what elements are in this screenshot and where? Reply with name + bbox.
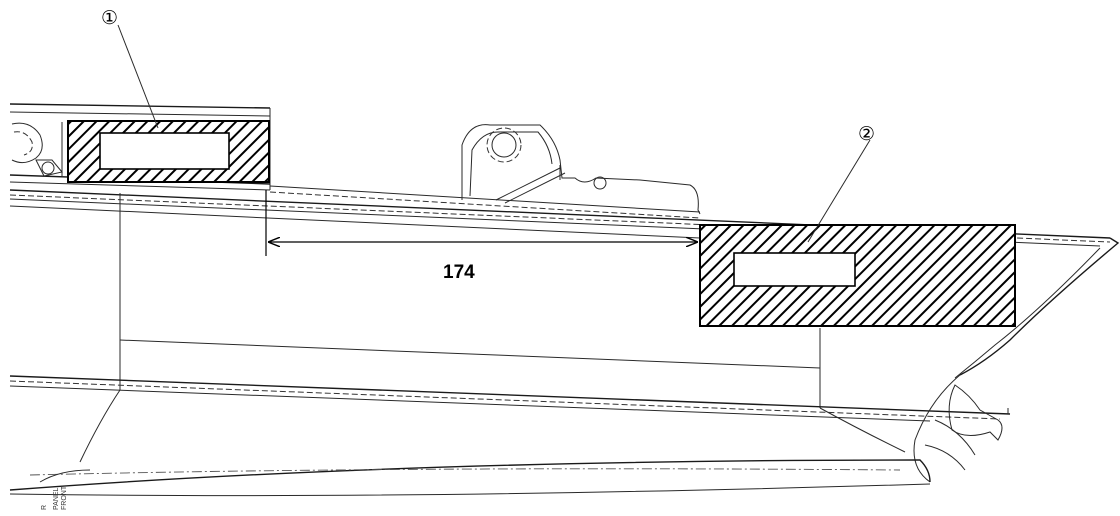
front-end xyxy=(913,237,1120,483)
svg-text:FRONT: FRONT xyxy=(61,485,68,510)
dimension-annotation xyxy=(265,190,698,256)
body-lines xyxy=(9,193,1011,463)
edge-note: PANEL FRONT R xyxy=(41,485,68,510)
svg-text:PANEL: PANEL xyxy=(53,487,60,510)
callout-2-label: ② xyxy=(858,123,875,145)
svg-text:R: R xyxy=(41,505,48,510)
bracket xyxy=(461,124,701,215)
hatched-area-2 xyxy=(699,224,1016,327)
dimension-value: 174 xyxy=(443,262,475,283)
callout-1-leader xyxy=(117,24,159,129)
bottom-lines xyxy=(9,459,931,497)
callout-2-leader xyxy=(807,139,871,243)
hatched-area-1 xyxy=(67,120,270,183)
main-rails xyxy=(9,185,1111,247)
callout-1-label: ① xyxy=(101,7,118,29)
